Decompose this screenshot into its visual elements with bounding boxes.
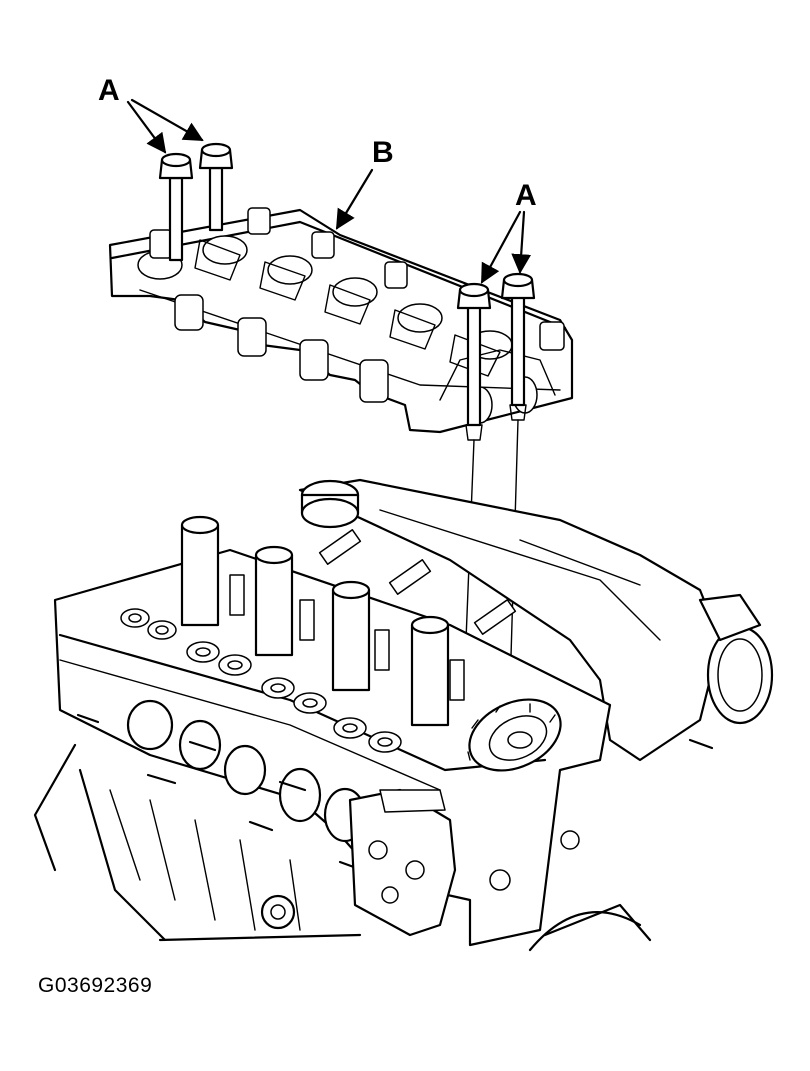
valve-posts (180, 515, 450, 727)
callout-b: B (372, 136, 394, 169)
bolt-left-2 (198, 142, 234, 232)
cam-sprocket (467, 698, 562, 772)
callout-a-left: A (98, 74, 120, 107)
bolt-right-2 (500, 272, 536, 421)
callout-a-right: A (515, 179, 537, 212)
rocker-arm-assembly (108, 207, 574, 434)
engine-block (33, 743, 652, 952)
bolt-right-1 (456, 282, 492, 441)
callout-arrows (126, 98, 532, 284)
figure-id: G03692369 (38, 974, 153, 997)
bolt-left-1 (158, 152, 194, 262)
cylinder-head (53, 478, 774, 947)
